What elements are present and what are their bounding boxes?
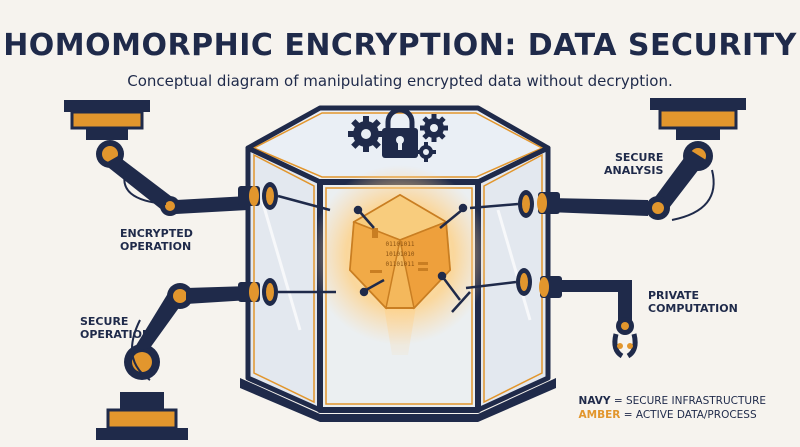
legend-amber: AMBER = ACTIVE DATA/PROCESS xyxy=(578,409,757,422)
page-title: HOMOMORPHIC ENCRYPTION: DATA SECURITY xyxy=(3,28,797,63)
chamber-port-left-top xyxy=(262,182,331,212)
gear-icon-left xyxy=(348,116,384,152)
color-legend: NAVY = SECURE INFRASTRUCTURE AMBER = ACT… xyxy=(579,394,766,422)
lock-gears-icon xyxy=(348,107,448,162)
gear-icon-right xyxy=(420,114,448,142)
robot-arm-top-left xyxy=(64,100,260,216)
robot-arm-bottom-left xyxy=(96,282,260,440)
chamber-port-left-bottom xyxy=(262,278,336,306)
inner-probes xyxy=(353,203,471,313)
label-secure-operation: SECURE OPERATION xyxy=(80,315,152,341)
padlock-icon xyxy=(382,107,418,158)
label-encrypted-operation: ENCRYPTED OPERATION xyxy=(120,227,193,253)
core-digits-1: 01101011 xyxy=(386,241,415,248)
page-subtitle: Conceptual diagram of manipulating encry… xyxy=(127,72,673,90)
robot-arm-top-right xyxy=(537,98,746,221)
core-digits-3: 01101011 xyxy=(386,261,415,268)
label-secure-analysis: SECURE ANALYSIS xyxy=(604,151,664,177)
label-private-computation: PRIVATE COMPUTATION xyxy=(648,289,738,315)
core-digits-2: 10101010 xyxy=(386,251,415,258)
legend-navy: NAVY = SECURE INFRASTRUCTURE xyxy=(578,395,766,407)
chamber-port-right-top xyxy=(469,190,534,218)
chamber-port-right-bottom xyxy=(465,268,532,296)
gripper-arm-right xyxy=(539,276,638,359)
